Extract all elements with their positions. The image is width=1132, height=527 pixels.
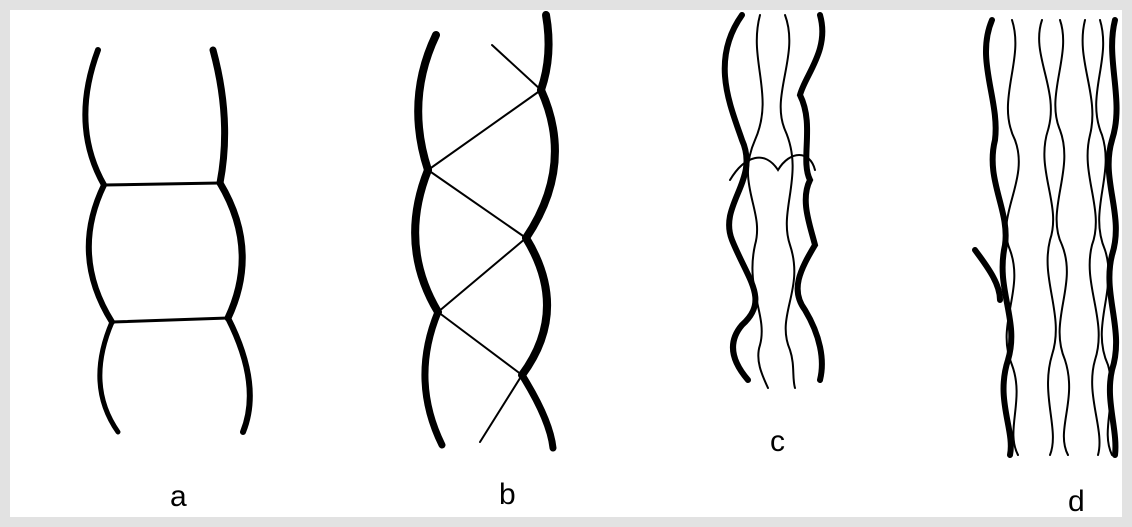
panel-c xyxy=(725,15,823,388)
border-right xyxy=(1122,0,1132,527)
label-a: a xyxy=(170,482,187,512)
label-d: d xyxy=(1068,487,1085,517)
border-bottom xyxy=(0,517,1132,527)
label-c: c xyxy=(770,427,785,457)
label-b: b xyxy=(499,480,516,510)
panel-a xyxy=(85,50,249,432)
border-top xyxy=(0,0,1132,10)
panel-d xyxy=(975,20,1117,455)
panel-b xyxy=(415,15,555,448)
border-left xyxy=(0,0,10,527)
